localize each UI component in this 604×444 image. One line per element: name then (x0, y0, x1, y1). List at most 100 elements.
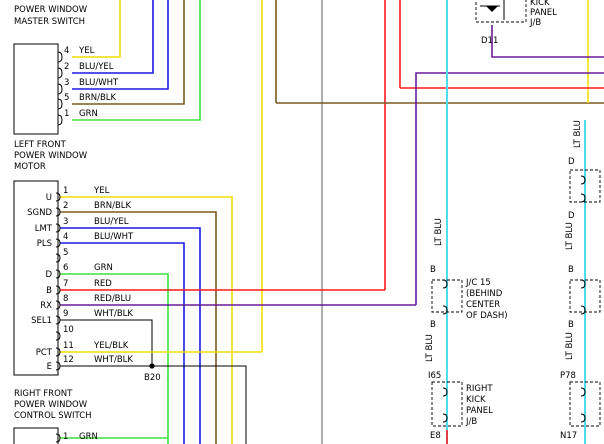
wire-master-brn-blk (72, 0, 185, 105)
rs-pin-num-1: 1 (63, 186, 68, 196)
master-pin-label-blu-wht: BLU/WHT (79, 78, 119, 88)
bottom-pin-label: GRN (79, 432, 98, 442)
wire-master-blu-yel (72, 0, 154, 74)
top-kick-connector: D11 (481, 36, 498, 46)
splice-b20-dot (149, 363, 155, 369)
master-switch-title-1: POWER WINDOW (14, 5, 88, 15)
rs-pin-num-7: 7 (63, 279, 68, 289)
wire-master-yel (72, 0, 121, 58)
jc15-line-3: CENTER (466, 300, 500, 310)
rs-pin-num-12: 12 (63, 355, 74, 365)
top-kick-line-2: PANEL (530, 8, 557, 18)
rs-pin-num-5: 5 (63, 248, 68, 258)
right-kick-line-4: J/B (465, 417, 477, 427)
rs-term-rx: RX (40, 301, 52, 311)
rs-term-pct: PCT (36, 348, 53, 358)
master-switch-pins: 4 YEL 2 BLU/YEL 3 BLU/WHT 5 BRN/BLK 1 GR… (57, 46, 119, 126)
rs-pin-label-1: YEL (93, 186, 110, 196)
wire-master-grn (72, 0, 201, 121)
right-pin-b-bottom: B (568, 320, 574, 330)
wire-rs-1-yel (60, 196, 233, 444)
left-motor-title-1: LEFT FRONT (14, 140, 67, 150)
master-pin-label-grn: GRN (79, 109, 98, 119)
wire-rs-12-wht-blk (60, 365, 247, 444)
rs-pin-label-9: WHT/BLK (94, 309, 133, 319)
rs-pin-num-3: 3 (63, 217, 68, 227)
rs-term-d: D (45, 270, 52, 280)
rs-term-lmt: LMT (35, 224, 53, 234)
top-kick-panel-fuse (486, 6, 498, 12)
rs-pin-num-8: 8 (63, 294, 68, 304)
right-kick-line-1: RIGHT (466, 384, 493, 394)
rs-pin-num-10: 10 (63, 325, 74, 335)
left-motor-title-2: POWER WINDOW (14, 151, 88, 161)
mid-wire-label-mid: LT BLU (425, 334, 435, 362)
control-switch-pins: U SGND LMT PLS D B RX SEL1 PCT E 1 YEL 2… (27, 186, 134, 372)
master-pin-num-4: 4 (64, 46, 69, 56)
wire-purple-d11 (491, 25, 604, 58)
control-switch-title-1: RIGHT FRONT (14, 389, 73, 399)
master-switch-title-2: MASTER SWITCH (14, 17, 85, 27)
control-switch-title-2: POWER WINDOW (14, 400, 88, 410)
jc15-line-4: OF DASH) (466, 311, 508, 321)
right-connector-d-box (569, 169, 601, 203)
rs-pin-label-3: BLU/YEL (94, 217, 129, 227)
wire-rs-6-grn (60, 273, 169, 444)
rs-pin-label-12: WHT/BLK (94, 355, 133, 365)
rs-term-u: U (46, 193, 52, 203)
right-kick-line-2: KICK (466, 395, 486, 405)
rs-term-pls: PLS (37, 239, 52, 249)
rs-pin-label-7: RED (94, 279, 112, 289)
wire-rs-2-brn (60, 211, 217, 444)
wire-rs-9-wht-blk (60, 319, 153, 366)
rs-pin-label-8: RED/BLU (94, 294, 131, 304)
splice-b20-label: B20 (144, 373, 161, 383)
rs-term-e: E (47, 362, 52, 372)
master-pin-label-brn-blk: BRN/BLK (79, 93, 117, 103)
master-pin-num-5: 5 (64, 93, 69, 103)
left-motor-title-3: MOTOR (14, 162, 46, 172)
left-motor-box (13, 43, 59, 135)
rs-pin-label-6: GRN (94, 263, 113, 273)
rs-pin-num-4: 4 (63, 232, 68, 242)
right-wire-label-3: LT BLU (565, 332, 575, 360)
rs-pin-num-11: 11 (63, 341, 74, 351)
bottom-pin-num: 1 (63, 432, 68, 442)
wire-rs-4-blu-wht (60, 242, 185, 444)
rs-term-sel1: SEL1 (31, 316, 52, 326)
right-pin-d-bottom: D (568, 211, 575, 221)
master-pin-num-1: 1 (64, 109, 69, 119)
right-connector-p78: P78 (560, 371, 576, 381)
master-pin-num-3: 3 (64, 78, 69, 88)
master-pin-label-blu-yel: BLU/YEL (79, 62, 114, 72)
jc15-line-2: (BEHIND (466, 289, 503, 299)
rs-pin-num-2: 2 (63, 201, 68, 211)
right-wire-label-top: LT BLU (573, 120, 583, 148)
jc15-pin-top: B (430, 265, 436, 275)
right-pin-b-top: B (568, 265, 574, 275)
right-connector-n17: N17 (560, 431, 577, 441)
master-pin-label-yel: YEL (78, 46, 95, 56)
wire-purple-top (415, 72, 604, 305)
top-kick-panel-box (475, 0, 527, 23)
top-kick-line-3: J/B (529, 18, 541, 28)
right-kick-line-3: PANEL (466, 406, 493, 416)
right-kick-panel-box (431, 381, 463, 427)
rs-pin-num-9: 9 (63, 309, 68, 319)
mid-wire-label-top: LT BLU (434, 218, 444, 246)
rs-pin-label-11: YEL/BLK (93, 341, 129, 351)
right-wire-label-2: LT BLU (565, 222, 575, 250)
right-kick-connector-box (569, 381, 601, 427)
rs-term-b: B (46, 286, 52, 296)
rs-pin-label-4: BLU/WHT (94, 232, 134, 242)
wire-rs-3-blu-yel (60, 227, 201, 444)
right-pin-d-top: D (568, 157, 575, 167)
rs-pin-label-2: BRN/BLK (94, 201, 132, 211)
master-pin-num-2: 2 (64, 62, 69, 72)
wire-master-blu-wht (72, 0, 169, 90)
control-switch-title-3: CONTROL SWITCH (14, 411, 92, 421)
jc15-line-1: J/C 15 (465, 278, 491, 288)
top-kick-line-1: KICK (530, 0, 550, 8)
rs-pin-num-6: 6 (63, 263, 68, 273)
